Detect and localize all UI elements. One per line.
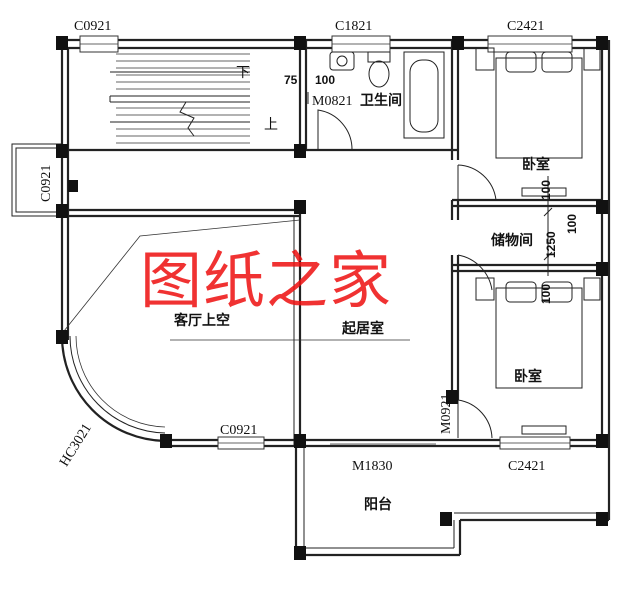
window-label-top-left: C0921	[74, 19, 112, 34]
room-bedroom-top: 卧室	[522, 157, 550, 173]
door-label-right: M0921	[439, 393, 454, 434]
dimension-marks	[307, 92, 553, 276]
dim-1250: 1250	[544, 231, 558, 258]
balcony	[294, 440, 611, 557]
room-family: 起居室	[342, 321, 384, 337]
window-label-left: C0921	[39, 164, 54, 202]
window-label-top-right: C2421	[507, 19, 545, 34]
room-living-void: 客厅上空	[174, 313, 230, 329]
room-bathroom: 卫生间	[360, 93, 402, 109]
arc-wall	[60, 335, 166, 443]
bathroom-fixtures	[329, 51, 445, 139]
door-label-balcony: M1830	[352, 459, 393, 474]
door-label-bath: M0821	[312, 94, 353, 109]
stair-up-label: 上	[264, 117, 278, 133]
window-label-bottom-left: C0921	[220, 423, 258, 438]
left-bay	[11, 143, 63, 217]
room-balcony: 阳台	[364, 497, 392, 513]
dim-75: 75	[284, 73, 298, 87]
stair	[62, 53, 300, 152]
window-label-bottom-right: C2421	[508, 459, 546, 474]
room-storage: 储物间	[491, 233, 533, 249]
dim-100-a: 100	[539, 179, 553, 200]
columns	[56, 36, 608, 560]
dim-100-c: 100	[539, 283, 553, 304]
room-bedroom-bottom: 卧室	[514, 369, 542, 385]
window-label-bath: C1821	[335, 19, 373, 34]
dim-100-top: 100	[315, 73, 336, 87]
watermark-text: 图纸之家	[140, 244, 393, 317]
windows	[79, 35, 573, 450]
stair-down-label: 下	[236, 65, 250, 81]
beds	[475, 47, 601, 435]
doors	[317, 109, 497, 439]
dim-100-b: 100	[565, 213, 579, 234]
